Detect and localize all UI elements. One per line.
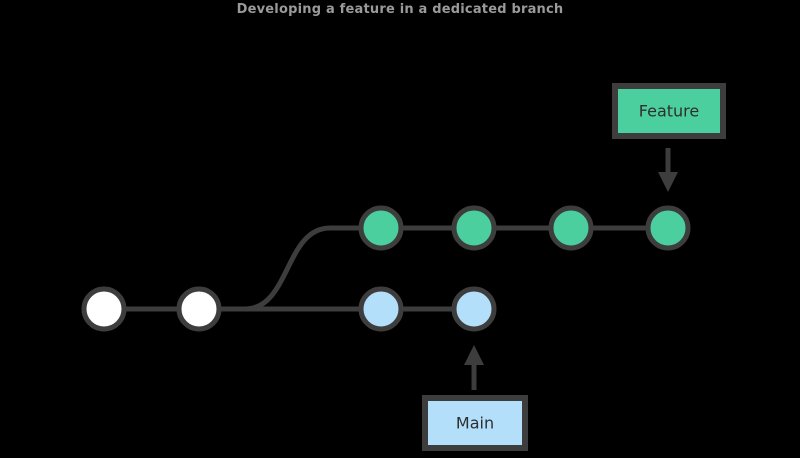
feature-pointer-arrow-icon <box>658 148 678 192</box>
commit-node-main-1[interactable] <box>81 286 127 332</box>
commit-node-main-2[interactable] <box>176 286 222 332</box>
commit-node-feature-1[interactable] <box>358 205 404 251</box>
main-label-text: Main <box>456 414 494 433</box>
feature-label-text: Feature <box>639 102 699 121</box>
feature-label-box[interactable] <box>612 83 726 139</box>
commit-node-feature-3[interactable] <box>548 205 594 251</box>
commit-node-feature-2[interactable] <box>451 205 497 251</box>
commit-node-main-4[interactable] <box>451 286 497 332</box>
commit-node-main-3[interactable] <box>358 286 404 332</box>
main-pointer-arrow-icon <box>464 345 484 390</box>
commit-node-feature-4[interactable] <box>645 205 691 251</box>
main-label-box[interactable] <box>422 395 528 451</box>
branch-fork-curve <box>242 225 384 312</box>
page-title: Developing a feature in a dedicated bran… <box>236 2 564 17</box>
